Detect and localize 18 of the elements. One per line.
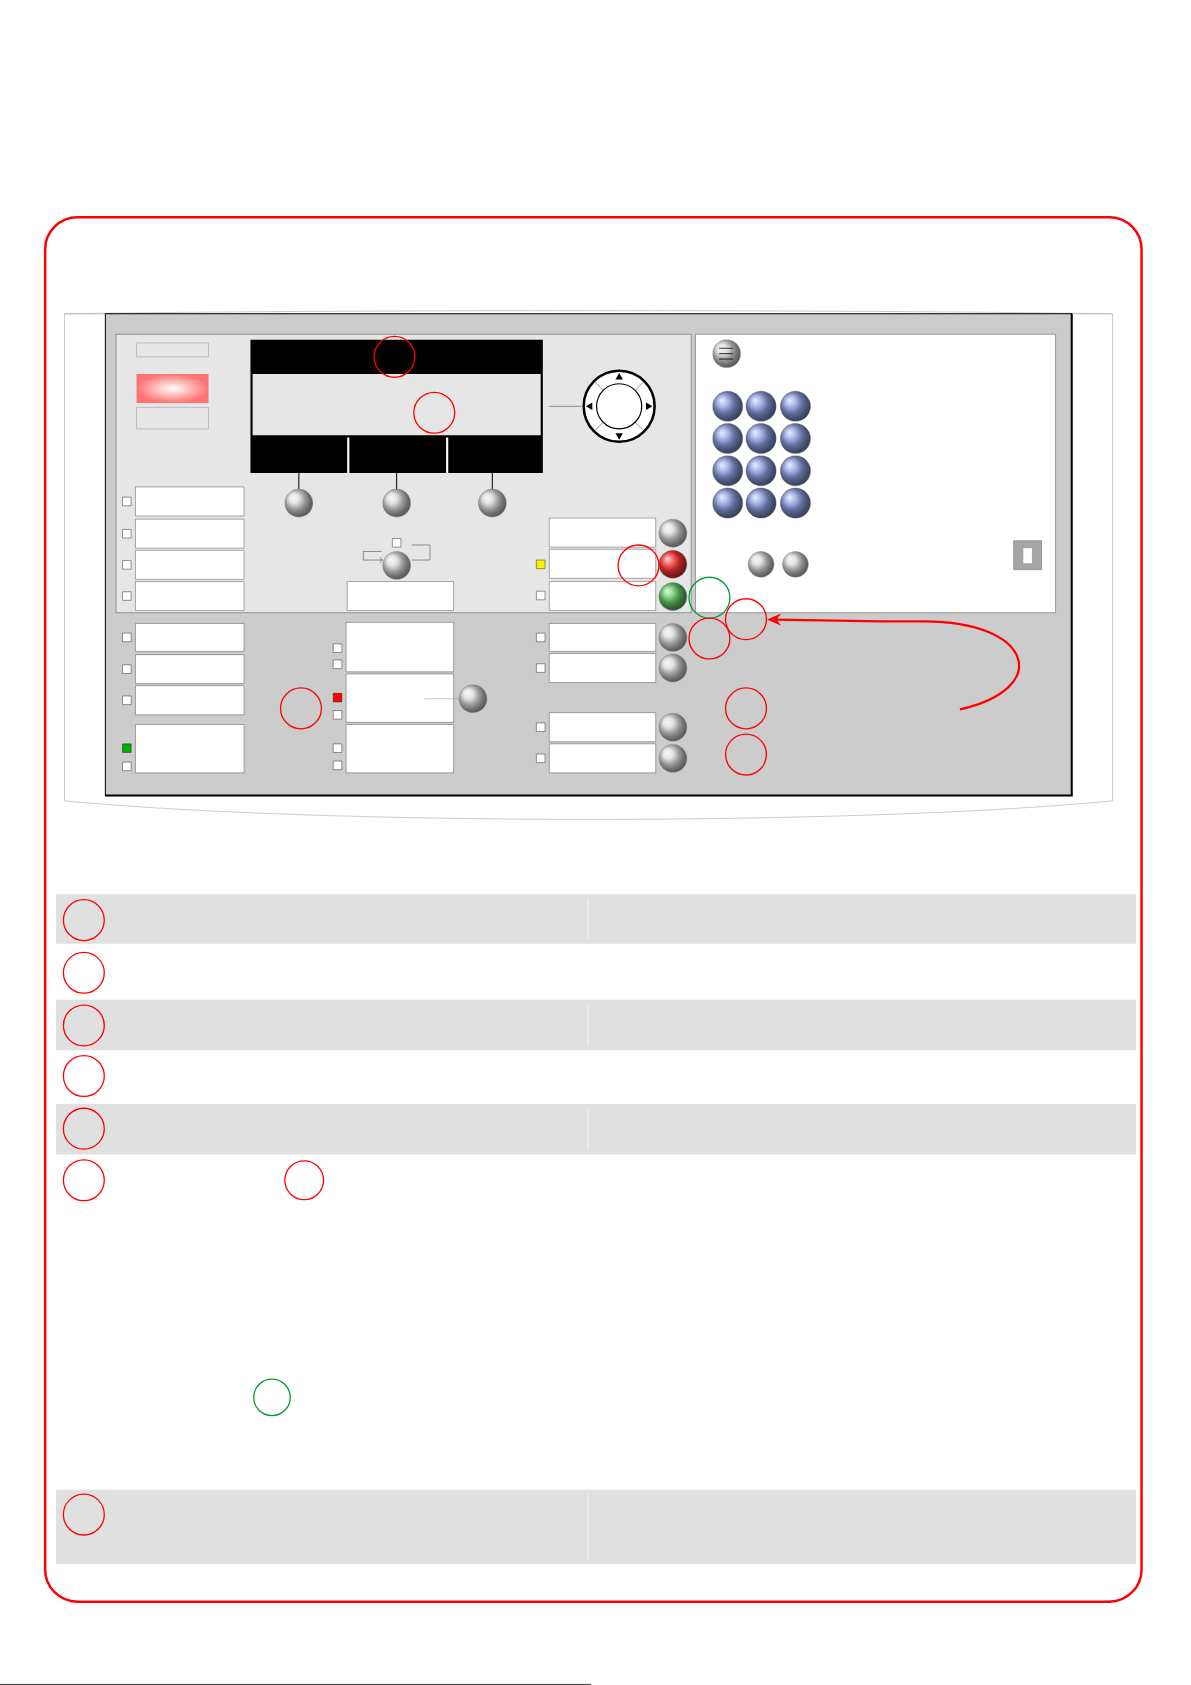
callout-circle (62, 1493, 105, 1536)
callout-circle (253, 1378, 291, 1417)
callout-circle (413, 391, 456, 434)
callout-circle (688, 617, 731, 660)
callout-circle (62, 1054, 105, 1098)
callout-circle (724, 733, 768, 776)
callout-circle (724, 687, 768, 730)
callout-circle (62, 899, 105, 942)
callout-circle (62, 951, 105, 994)
callout-circle (724, 598, 768, 641)
callout-circle (279, 687, 323, 730)
callout-circle (62, 1107, 105, 1150)
callout-circle (62, 1004, 105, 1047)
callout-circle (62, 1159, 105, 1202)
callout-circle (284, 1160, 325, 1201)
callout-circle (688, 576, 731, 619)
callout-circle (617, 544, 660, 587)
callout-circle (373, 335, 416, 378)
